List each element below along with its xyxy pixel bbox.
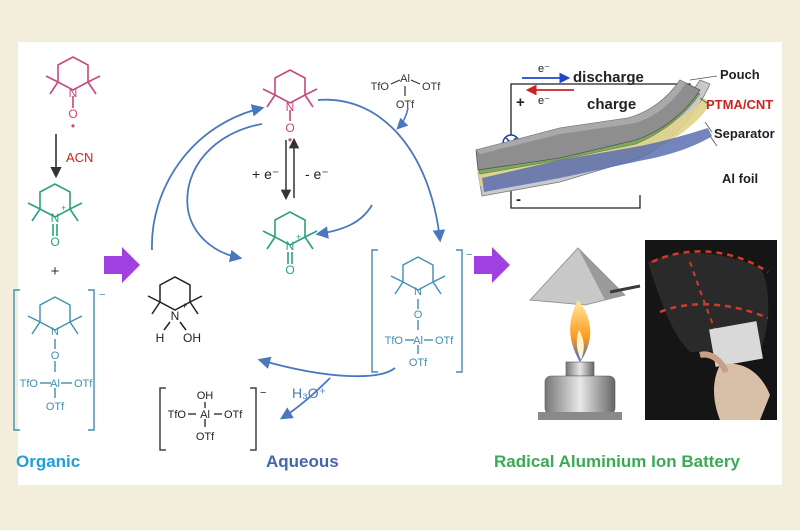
layer-label-pouch: Pouch: [720, 67, 760, 82]
tempo-radical-left: [45, 56, 101, 108]
ligand-otf: OTf: [422, 81, 441, 93]
hydroxylamine: [147, 276, 203, 331]
ligand-tfo: TfO: [20, 378, 39, 390]
atom-o: O: [68, 107, 77, 121]
section-label-organic: Organic: [16, 452, 80, 471]
hydroxyl-group: OH: [183, 331, 201, 345]
atom-al: Al: [50, 378, 60, 390]
tempo-al-complex-right: [371, 249, 463, 373]
section-label-battery: Radical Aluminium Ion Battery: [494, 452, 740, 471]
ligand-otf: OTf: [409, 357, 428, 369]
flame-test-photo: [513, 240, 643, 420]
atom-o: O: [285, 121, 294, 135]
atom-o: O: [50, 235, 59, 249]
atom-n: N: [171, 309, 180, 323]
ligand-otf: OTf: [224, 409, 243, 421]
reduction-label: + e⁻: [252, 166, 279, 182]
solvent-label: ACN: [66, 150, 93, 165]
cycle-arrow-outer-left: [151, 104, 265, 251]
atom-h: H: [156, 331, 165, 345]
big-arrow-right: [474, 247, 510, 283]
n-plus: +: [61, 203, 66, 213]
positive-terminal: +: [516, 94, 525, 111]
oxidation-label: - e⁻: [305, 166, 329, 182]
atom-n: N: [51, 326, 59, 338]
radical-dot: •: [288, 133, 292, 147]
atom-o: O: [414, 309, 423, 321]
atom-n: N: [286, 100, 295, 114]
ligand-tfo: TfO: [371, 81, 390, 93]
aluminate-anion: [159, 387, 257, 451]
arrow-to-hydroxylamine: [257, 356, 396, 378]
callout-lines: [689, 75, 718, 147]
charge-minus: −: [466, 249, 472, 261]
atom-n: N: [414, 286, 422, 298]
oxoammonium-middle: [262, 211, 318, 264]
atom-n: N: [51, 211, 60, 225]
ligand-tfo: TfO: [168, 409, 187, 421]
ligand-otf: OTf: [435, 335, 454, 347]
tempo-al-complex-left: [13, 289, 95, 431]
layer-label-al-foil: Al foil: [722, 171, 758, 186]
arrow-al-join: [396, 107, 409, 130]
atom-n: N: [286, 239, 295, 253]
ligand-otf: OTf: [396, 99, 415, 111]
big-arrow-left: [104, 247, 140, 283]
charge-minus: −: [260, 387, 266, 399]
ligand-tfo: TfO: [385, 335, 404, 347]
oxoammonium-left: [27, 183, 83, 236]
led-demo-photo: [645, 240, 777, 420]
hydroxide-ligand: OH: [197, 390, 214, 402]
discharge-label: discharge: [573, 69, 644, 86]
cycle-arrow-right: [317, 98, 446, 243]
negative-terminal: -: [516, 191, 521, 208]
cycle-arrow-inner-right: [315, 204, 373, 239]
cycle-arrow-inner-left: [186, 123, 263, 263]
radical-dot: •: [71, 119, 75, 133]
al-otf3-top: [390, 79, 421, 96]
electron-label: e⁻: [538, 95, 550, 107]
pouch-cell-layers: [475, 79, 712, 197]
charge-label: charge: [587, 96, 636, 113]
electron-label: e⁻: [538, 63, 550, 75]
atom-n: N: [69, 86, 78, 100]
section-label-aqueous: Aqueous: [266, 452, 339, 471]
n-plus: +: [182, 301, 187, 311]
atom-o: O: [51, 350, 60, 362]
charge-minus: −: [99, 289, 105, 301]
layer-label-separator: Separator: [714, 126, 775, 141]
tempo-radical-top: [262, 69, 318, 121]
atom-al: Al: [200, 409, 210, 421]
atom-al: Al: [400, 73, 410, 85]
ligand-otf: OTf: [46, 401, 65, 413]
plus-sign: +: [51, 263, 60, 280]
atom-al: Al: [413, 335, 423, 347]
atom-o: O: [285, 263, 294, 277]
layer-label-ptma-cnt: PTMA/CNT: [706, 97, 773, 112]
n-plus: +: [296, 232, 301, 242]
arrow-to-aluminate: [279, 377, 331, 420]
hydronium-label: H₃O⁺: [292, 385, 326, 401]
ligand-otf: OTf: [74, 378, 93, 390]
ligand-otf: OTf: [196, 431, 215, 443]
